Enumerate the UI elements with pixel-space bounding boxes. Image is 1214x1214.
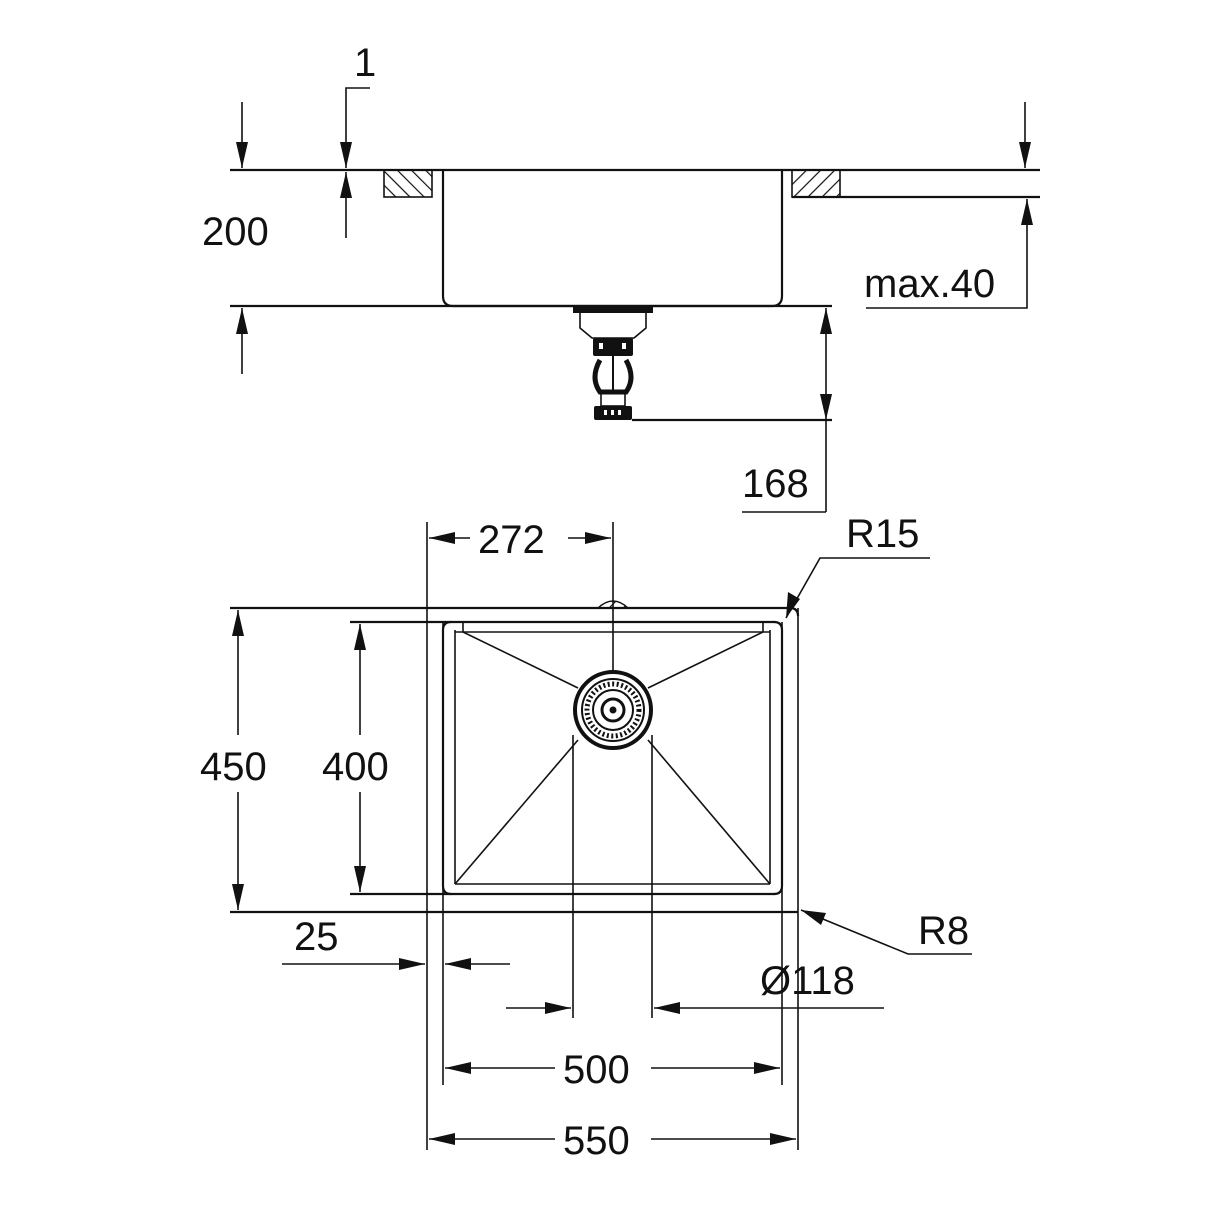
countertop-section-left — [383, 169, 433, 198]
plan-view: 272 R15 450 400 25 R8 Ø118 — [200, 512, 972, 1163]
side-view: 200 1 max.40 168 — [202, 41, 1040, 513]
tap-hole-icon — [596, 600, 630, 609]
inner-right-edge — [773, 620, 784, 896]
dim-label-118: Ø118 — [760, 959, 855, 1003]
dim-label-200: 200 — [202, 210, 269, 254]
dim-label-168: 168 — [742, 462, 809, 506]
sink-bowl-profile — [441, 170, 784, 308]
countertop-section-right — [791, 169, 841, 198]
dim-label-25: 25 — [294, 915, 339, 959]
drain-fitting-icon — [573, 307, 653, 420]
dim-label-550: 550 — [563, 1119, 630, 1163]
dim-1-leader — [345, 87, 370, 168]
dim-label-1: 1 — [354, 41, 376, 85]
slope-line-top-left — [462, 631, 579, 689]
dim-label-r8: R8 — [918, 909, 969, 953]
drain-strainer-icon — [573, 670, 653, 750]
dim-r15-leader — [785, 557, 930, 619]
slope-line-bottom-right — [647, 739, 771, 885]
dim-label-450: 450 — [200, 745, 267, 789]
dim-max40-leader — [866, 199, 1028, 309]
dim-label-272: 272 — [478, 518, 545, 562]
dim-label-r15: R15 — [846, 512, 919, 556]
slope-line-top-right — [647, 631, 764, 689]
inner-left-edge — [441, 620, 452, 896]
dim-label-max40: max.40 — [864, 262, 995, 306]
dim-r8-leader — [800, 909, 972, 955]
dim-label-400: 400 — [322, 745, 389, 789]
dim-label-500: 500 — [563, 1048, 630, 1092]
slope-line-bottom-left — [454, 739, 579, 885]
